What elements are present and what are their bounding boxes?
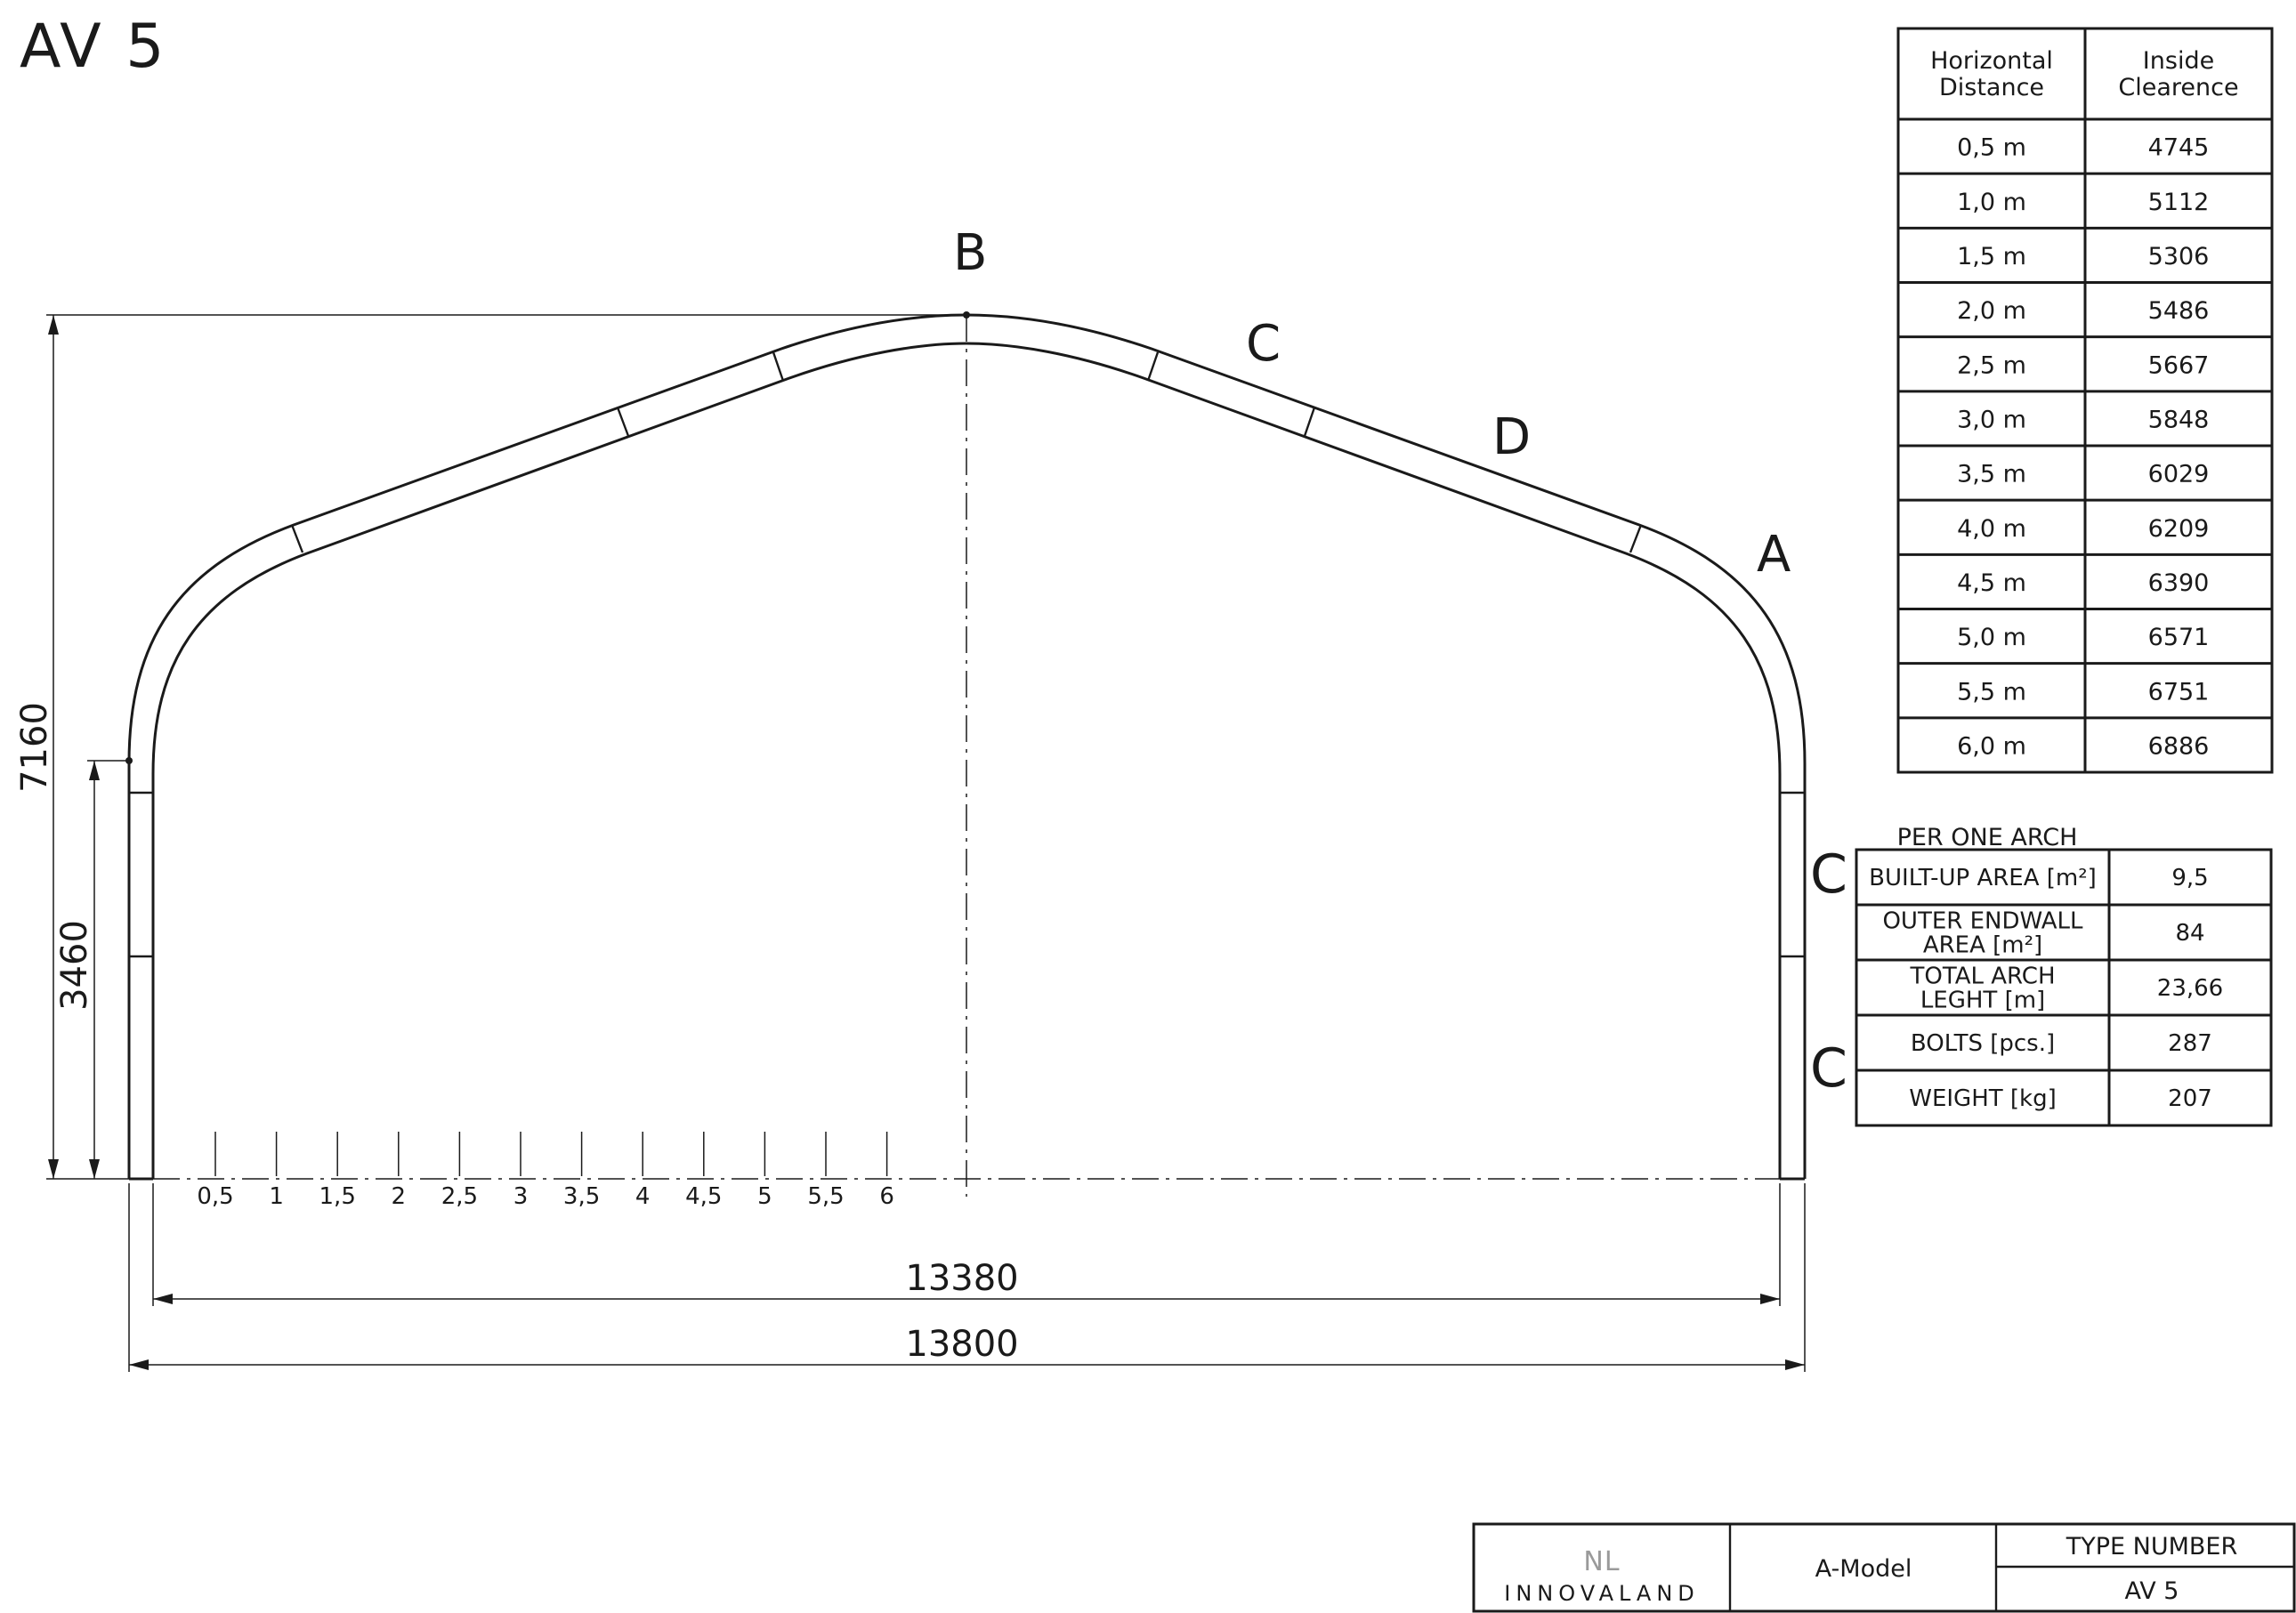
arch-table-value-cell: 9,5	[2171, 865, 2208, 891]
arrow-up-icon	[48, 315, 59, 335]
clearance-distance-cell: 1,5 m	[1957, 243, 2026, 270]
clearance-distance-cell: 0,5 m	[1957, 134, 2026, 162]
arch-table-side-label: C	[1810, 843, 1847, 906]
dimension-lines	[46, 314, 1806, 1372]
arrow-up-icon	[89, 761, 100, 780]
arch-table-caption: PER ONE ARCH	[1897, 824, 2078, 851]
joint-right-upper	[1146, 351, 1160, 382]
arrow-down-icon	[89, 1159, 100, 1179]
clearance-value-cell: 6751	[2148, 678, 2210, 706]
segment-label-c: C	[1246, 315, 1281, 373]
arrow-left-icon	[129, 1359, 149, 1370]
joint-right-corner	[1629, 524, 1643, 553]
clearance-distance-cell: 5,5 m	[1957, 678, 2026, 706]
clearance-distance-cell: 5,0 m	[1957, 624, 2026, 651]
scale-tick-label: 5	[757, 1183, 772, 1210]
clearance-value-cell: 6886	[2148, 732, 2210, 760]
clearance-value-cell: 6571	[2148, 624, 2210, 651]
arch-table-value-cell: 84	[2175, 920, 2204, 947]
segment-label-a: A	[1757, 526, 1791, 584]
arch-table-property-cell: BOLTS [pcs.]	[1911, 1030, 2055, 1057]
segment-label-b: B	[953, 224, 987, 282]
scale-tick-label: 1	[269, 1183, 284, 1210]
clearance-distance-cell: 3,0 m	[1957, 406, 2026, 433]
joint-left-corner	[290, 524, 304, 553]
arch-table-side-label: C	[1810, 1037, 1847, 1100]
scale-tick-label: 6	[879, 1183, 894, 1210]
joint-right-mid	[1303, 407, 1316, 437]
segment-label-d: D	[1492, 408, 1531, 466]
clearance-distance-cell: 2,0 m	[1957, 297, 2026, 325]
total-height-value: 7160	[14, 702, 55, 793]
scale-ticks: 0,5 1 1,5 2 2,5 3 3,5 4 4,5 5 5,5 6	[197, 1132, 894, 1210]
arrow-down-icon	[48, 1159, 59, 1179]
clearance-value-cell: 5306	[2148, 243, 2210, 270]
arrow-right-icon	[1760, 1294, 1780, 1304]
clearance-value-cell: 5112	[2148, 189, 2210, 216]
scale-tick-label: 1,5	[319, 1183, 356, 1210]
arch-table-value-cell: 287	[2168, 1030, 2212, 1057]
drawing-title: AV 5	[20, 12, 167, 82]
inner-width-value: 13380	[905, 1258, 1018, 1299]
arch-table-value-cell: 23,66	[2157, 975, 2223, 1002]
arch-table-property-cell: BUILT-UP AREA [m²]	[1869, 865, 2097, 891]
clearance-distance-cell: 3,5 m	[1957, 461, 2026, 488]
scale-tick-label: 5,5	[807, 1183, 844, 1210]
clearance-value-cell: 6390	[2148, 569, 2210, 597]
joint-left-mid	[616, 407, 630, 437]
scale-tick-label: 3	[513, 1183, 529, 1210]
clearance-value-cell: 5667	[2148, 351, 2210, 379]
arch-table-value-cell: 207	[2168, 1085, 2212, 1112]
clearance-distance-cell: 4,5 m	[1957, 569, 2026, 597]
clearance-distance-cell: 6,0 m	[1957, 732, 2026, 760]
scale-tick-label: 4,5	[685, 1183, 722, 1210]
clearance-value-cell: 5848	[2148, 406, 2210, 433]
clearance-distance-cell: 4,0 m	[1957, 515, 2026, 543]
scale-tick-label: 3,5	[563, 1183, 600, 1210]
scale-tick-label: 2	[392, 1183, 407, 1210]
arrow-left-icon	[153, 1294, 173, 1304]
scale-tick-label: 4	[635, 1183, 651, 1210]
joint-left-upper	[772, 351, 785, 382]
arch-table-property-cell: WEIGHT [kg]	[1909, 1085, 2057, 1112]
arch-inner-profile	[151, 342, 1782, 1179]
arch-profile	[125, 311, 1807, 1197]
model-name: A-Model	[1815, 1555, 1912, 1583]
outer-width-value: 13800	[905, 1324, 1018, 1365]
company-name: INNOVALAND	[1504, 1581, 1700, 1606]
clearance-distance-cell: 2,5 m	[1957, 351, 2026, 379]
clearance-value-cell: 4745	[2148, 134, 2210, 162]
company-logo: NL	[1583, 1546, 1620, 1577]
clearance-value-cell: 5486	[2148, 297, 2210, 325]
scale-tick-label: 2,5	[441, 1183, 478, 1210]
type-number-label: TYPE NUMBER	[2066, 1533, 2238, 1561]
scale-tick-label: 0,5	[197, 1183, 233, 1210]
side-height-value: 3460	[54, 920, 95, 1011]
arch-table-frame	[1855, 848, 2273, 1127]
clearance-distance-cell: 1,0 m	[1957, 189, 2026, 216]
clearance-value-cell: 6029	[2148, 461, 2210, 488]
title-block	[1472, 1522, 2296, 1613]
clearance-value-cell: 6209	[2148, 515, 2210, 543]
type-number-value: AV 5	[2125, 1577, 2179, 1605]
arrow-right-icon	[1785, 1359, 1805, 1370]
